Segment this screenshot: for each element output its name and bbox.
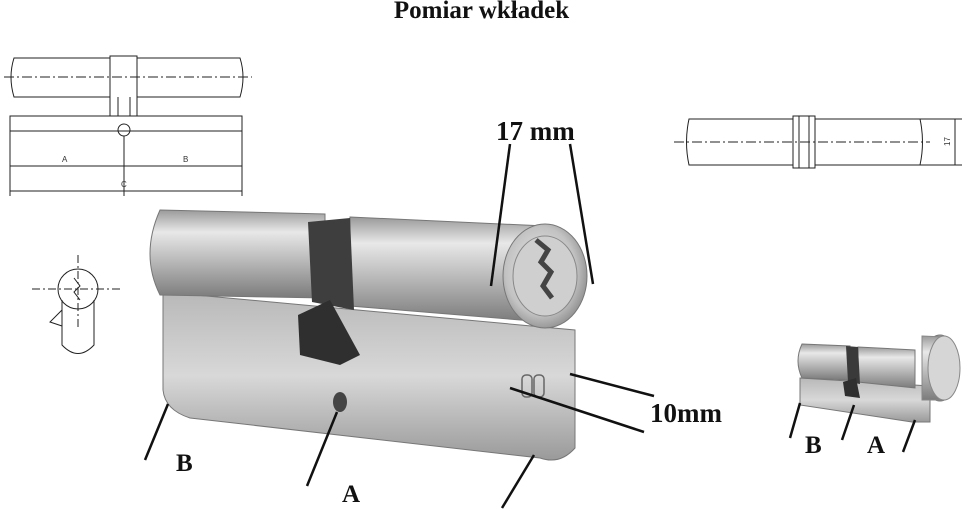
small-side-b-label: B xyxy=(805,432,822,459)
small-pointer-lines xyxy=(788,402,917,453)
knob-cylinder-small xyxy=(797,334,961,423)
lock-cylinder-main xyxy=(149,209,588,461)
small-side-a-label: A xyxy=(867,432,885,459)
side-b-label: B xyxy=(176,450,193,477)
side-a-label: A xyxy=(342,481,360,508)
dim-17-label: 17 xyxy=(943,137,952,146)
width-10-label: 10mm xyxy=(650,398,722,428)
technical-drawing-side xyxy=(4,55,252,196)
keyhole-front-view xyxy=(32,255,122,354)
dim-c-label: C xyxy=(121,180,127,189)
width-17-label: 17 mm xyxy=(496,116,575,146)
dim-b-label: B xyxy=(183,155,188,164)
page-title: Pomiar wkładek xyxy=(393,0,570,24)
technical-drawing-top xyxy=(674,115,962,169)
dim-a-label: A xyxy=(62,155,68,164)
pointer-lines xyxy=(143,143,655,509)
